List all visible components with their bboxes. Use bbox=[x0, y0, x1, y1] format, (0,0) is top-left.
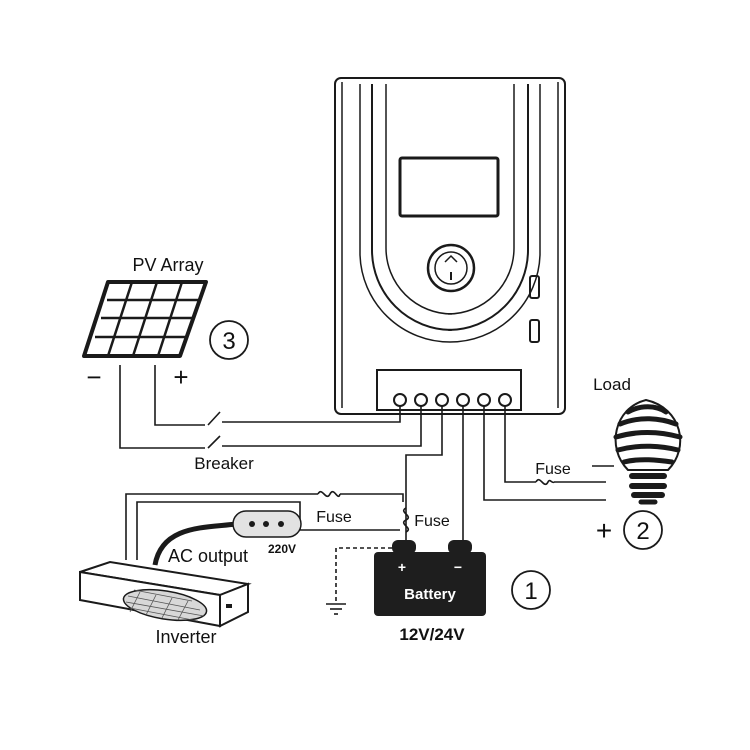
battery-label: Battery bbox=[404, 586, 456, 603]
usb-port-2[interactable] bbox=[529, 319, 540, 343]
pv-positive-wire bbox=[154, 365, 401, 426]
power-button-icon[interactable] bbox=[426, 243, 476, 293]
inverter-negative-wire bbox=[136, 501, 400, 560]
wires bbox=[119, 365, 606, 604]
load-plus-label: + bbox=[596, 515, 612, 546]
load-label: Load bbox=[593, 375, 631, 394]
step-marker-1-text: 1 bbox=[524, 578, 537, 605]
battery-icon: + − Battery bbox=[374, 540, 486, 616]
inverter-label: Inverter bbox=[155, 627, 216, 647]
solar-panel-icon bbox=[82, 280, 208, 358]
pv-minus-label: − bbox=[86, 362, 101, 392]
battery-plus-label: + bbox=[398, 559, 406, 575]
lcd-screen bbox=[398, 156, 500, 218]
breaker-switch-1 bbox=[207, 411, 221, 426]
light-bulb-icon bbox=[613, 398, 683, 505]
inverter-positive-wire bbox=[125, 493, 404, 560]
pv-array-label: PV Array bbox=[132, 255, 203, 275]
fuse-load-label: Fuse bbox=[535, 461, 571, 478]
ac-output-label: AC output bbox=[168, 546, 248, 566]
terminal-block bbox=[376, 369, 522, 411]
ground-wire bbox=[335, 547, 392, 604]
fuse-battery bbox=[402, 507, 410, 533]
pv-plus-label: + bbox=[173, 362, 188, 392]
pv-negative-wire bbox=[119, 365, 422, 449]
fuse-inverter bbox=[317, 490, 341, 498]
load-negative-wire bbox=[483, 406, 606, 501]
ac-voltage-label: 220V bbox=[268, 542, 296, 556]
ground-icon bbox=[326, 603, 346, 615]
battery-positive-wire bbox=[405, 406, 443, 540]
ac-outlet-icon bbox=[152, 510, 302, 566]
step-marker-2-text: 2 bbox=[636, 518, 649, 545]
load-positive-wire bbox=[504, 406, 606, 483]
breaker-switch-2 bbox=[207, 435, 221, 449]
inverter-icon bbox=[79, 560, 252, 628]
fuses bbox=[317, 478, 555, 533]
breaker-label: Breaker bbox=[194, 454, 254, 473]
step-marker-2: 2 bbox=[623, 510, 663, 550]
battery-voltage-label: 12V/24V bbox=[399, 625, 465, 644]
step-marker-1: 1 bbox=[511, 570, 551, 610]
charge-controller bbox=[334, 77, 566, 415]
battery-minus-label: − bbox=[454, 559, 462, 575]
step-marker-3: 3 bbox=[209, 320, 249, 360]
usb-port-1[interactable] bbox=[529, 275, 540, 299]
step-marker-3-text: 3 bbox=[222, 328, 235, 355]
fuse-battery-label: Fuse bbox=[414, 513, 450, 530]
fuse-inverter-label: Fuse bbox=[316, 509, 352, 526]
fuse-load bbox=[535, 478, 555, 486]
